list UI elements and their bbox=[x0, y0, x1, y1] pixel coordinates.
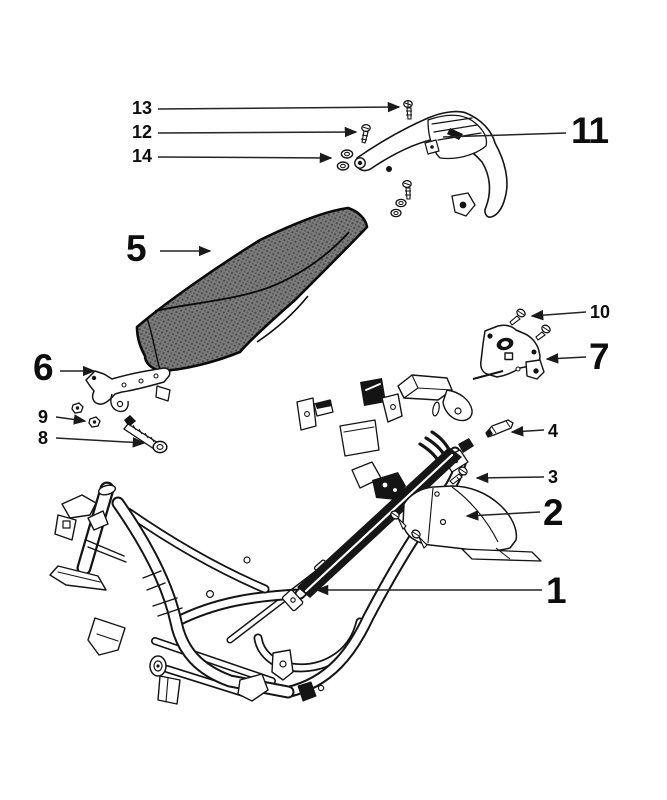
seat-illustration bbox=[135, 206, 369, 373]
carrier-illustration bbox=[354, 110, 508, 218]
callout-13: 13 bbox=[132, 98, 153, 118]
screw-3 bbox=[449, 466, 468, 485]
leader-lines bbox=[55, 101, 587, 596]
lock-illustration bbox=[472, 324, 545, 380]
callout-8: 8 bbox=[38, 428, 49, 448]
hinge-bracket-illustration bbox=[85, 367, 171, 413]
callout-12: 12 bbox=[132, 122, 153, 142]
callout-7: 7 bbox=[589, 336, 610, 377]
callout-14: 14 bbox=[132, 146, 153, 166]
pin-4 bbox=[485, 419, 514, 438]
bracket-2-illustration bbox=[402, 485, 542, 562]
callout-5: 5 bbox=[126, 228, 147, 269]
screws-2 bbox=[390, 510, 428, 549]
callout-4: 4 bbox=[548, 421, 559, 441]
callout-11: 11 bbox=[571, 110, 609, 151]
screw-13 bbox=[403, 99, 413, 120]
callout-6: 6 bbox=[33, 347, 54, 388]
callout-9: 9 bbox=[38, 407, 49, 427]
callout-1: 1 bbox=[546, 570, 567, 611]
frame-illustration bbox=[49, 374, 474, 705]
washers-14 bbox=[336, 149, 354, 171]
screw-12 bbox=[360, 123, 371, 144]
screw-rear-carrier bbox=[390, 179, 412, 218]
bolt-8 bbox=[123, 415, 168, 454]
callout-3: 3 bbox=[548, 467, 559, 487]
callout-10: 10 bbox=[590, 302, 611, 322]
callout-2: 2 bbox=[543, 492, 564, 533]
screws-10 bbox=[509, 308, 551, 341]
nuts-9 bbox=[71, 402, 101, 428]
